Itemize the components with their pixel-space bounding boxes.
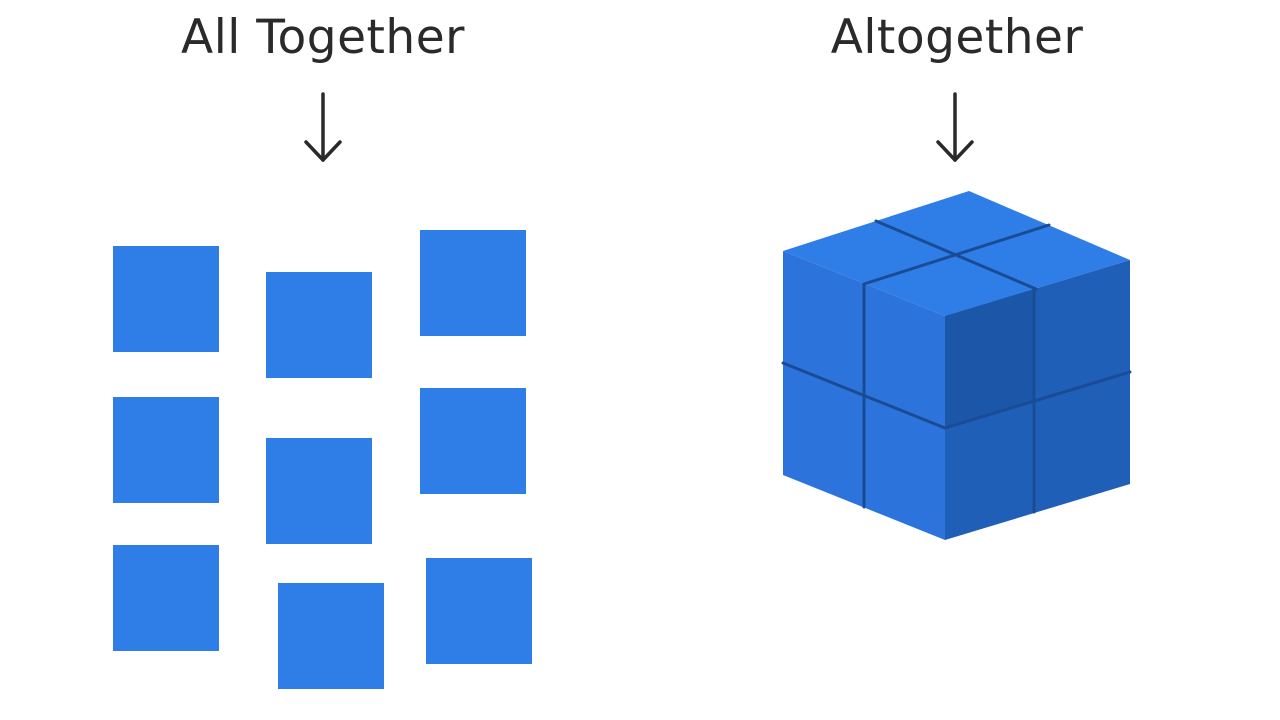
scattered-square <box>266 438 372 544</box>
arrow-down-icon <box>304 92 342 162</box>
altogether-label: Altogether <box>830 10 1084 65</box>
arrow-down-icon <box>936 92 974 162</box>
scattered-square <box>420 230 526 336</box>
scattered-square <box>278 583 384 689</box>
cube-seam <box>781 361 947 430</box>
cube-seam <box>874 219 1038 291</box>
cube-seam <box>943 370 1132 430</box>
scattered-square <box>113 246 219 352</box>
scattered-square <box>113 397 219 503</box>
cube-notch-face <box>945 289 1034 428</box>
scattered-square <box>426 558 532 664</box>
all-together-label: All Together <box>181 10 465 65</box>
scattered-square <box>266 272 372 378</box>
scattered-square <box>420 388 526 494</box>
scattered-square <box>113 545 219 651</box>
